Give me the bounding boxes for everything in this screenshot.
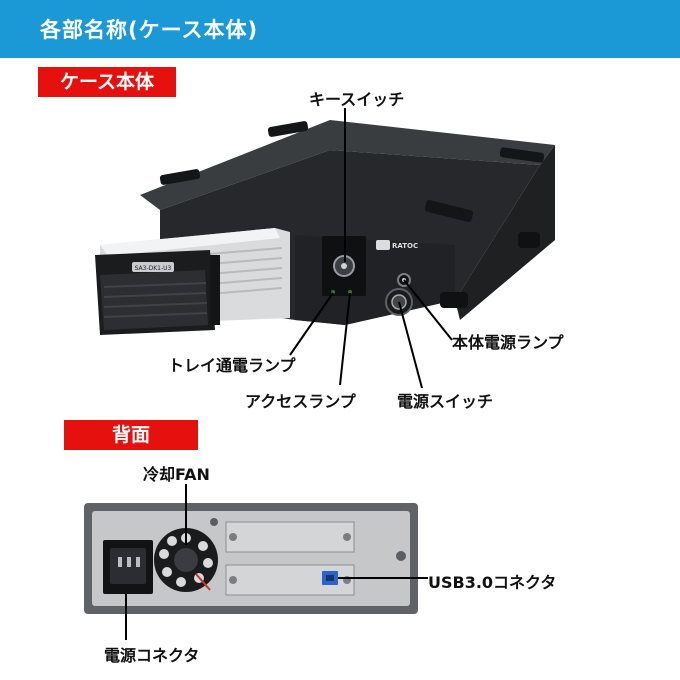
label-power-connector: 電源コネクタ: [104, 646, 200, 665]
label-tray-power-lamp: トレイ通電ランプ: [168, 356, 296, 375]
enclosure-front-illustration: SA3-DK1-U3 RATOC: [95, 120, 555, 335]
section-tag-case: ケース本体: [38, 67, 176, 97]
label-key-switch: キースイッチ: [309, 90, 405, 109]
label-cooling-fan: 冷却FAN: [143, 465, 210, 484]
label-usb-connector: USB3.0コネクタ: [428, 573, 557, 592]
back-panel-illustration: [84, 503, 418, 614]
tray-label-text: SA3-DK1-U3: [135, 265, 172, 272]
page-title: 各部名称(ケース本体): [40, 18, 259, 42]
back-callout-lines: [125, 484, 428, 640]
label-access-lamp: アクセスランプ: [245, 392, 356, 411]
header-bar: 各部名称(ケース本体): [0, 0, 680, 58]
label-main-power-lamp: 本体電源ランプ: [452, 333, 564, 352]
label-power-switch: 電源スイッチ: [397, 392, 494, 411]
section-tag-back: 背面: [64, 420, 198, 450]
brand-logo: RATOC: [392, 242, 418, 250]
front-callout-lines: [289, 108, 453, 389]
